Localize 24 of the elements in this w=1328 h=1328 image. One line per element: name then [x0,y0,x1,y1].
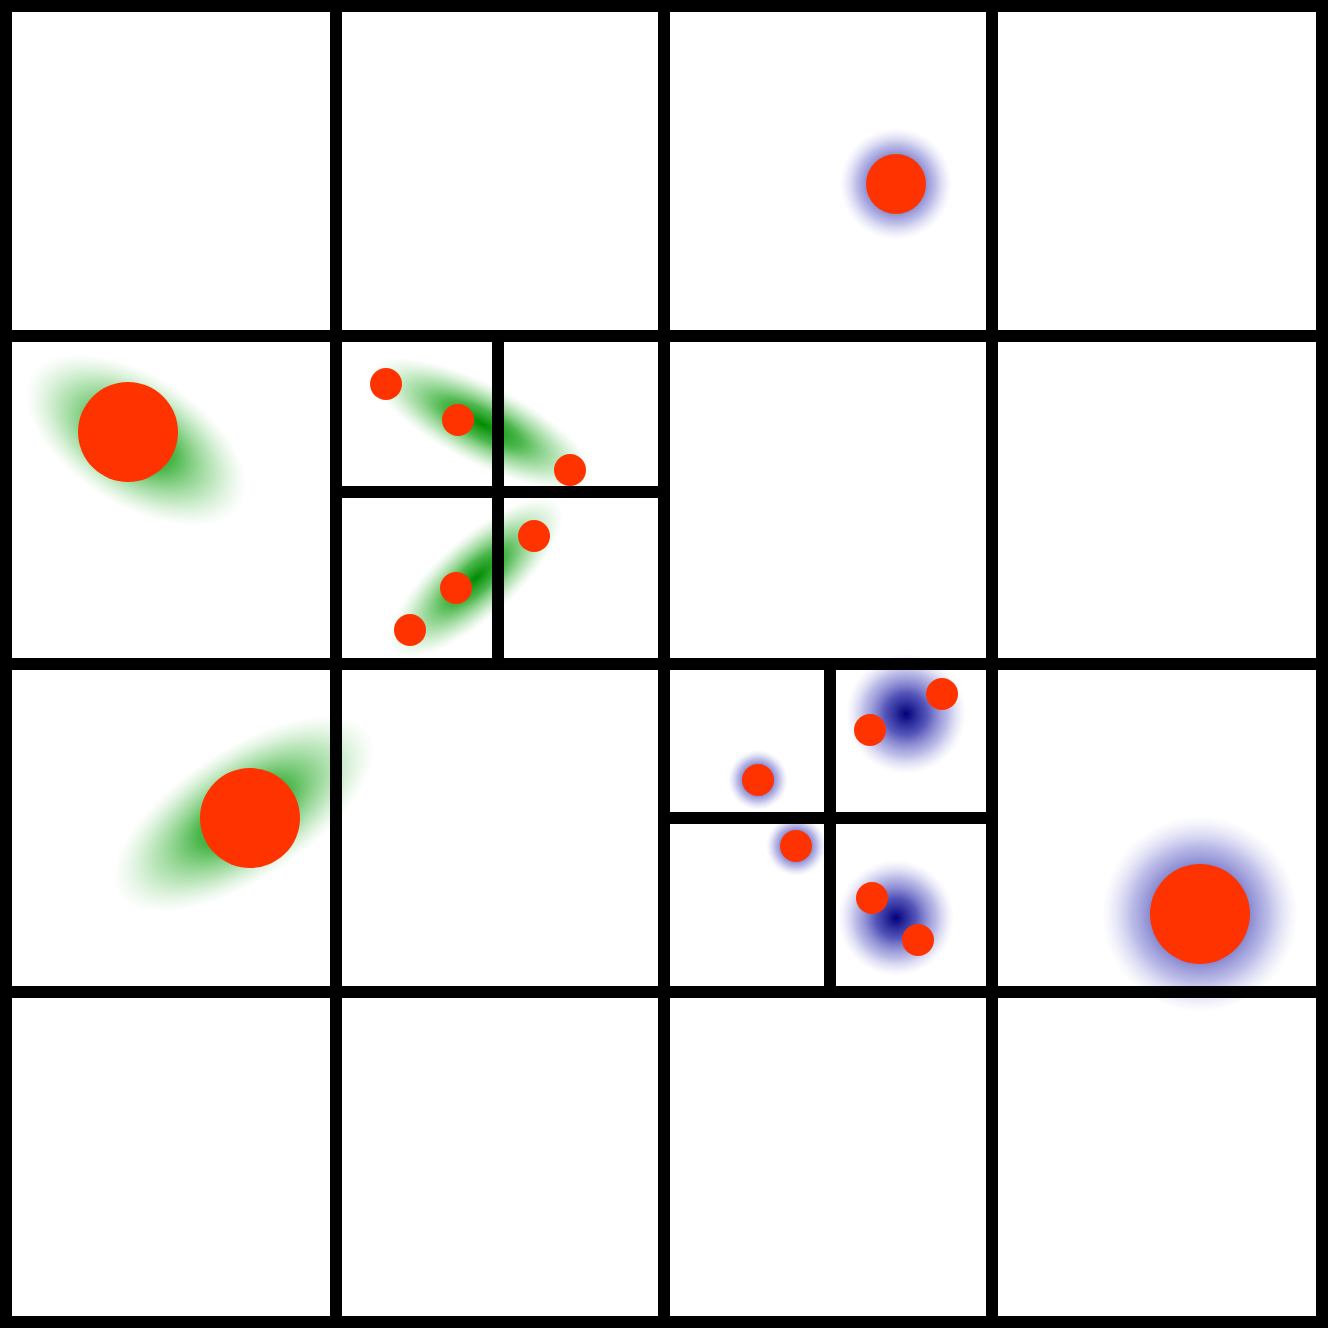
grid-cell [336,992,664,1322]
sub-cell [670,670,830,818]
sub-cell [830,670,986,818]
grid-cell [336,6,664,336]
sub-cell [830,818,986,986]
grid-cell [336,664,664,992]
sub-cell [342,492,498,658]
grid-cell [664,336,992,664]
sub-cell [498,492,658,658]
sub-cell [342,342,498,492]
grid-cell [6,336,336,664]
grid-cell [664,6,992,336]
grid-cell [664,992,992,1322]
grid-cell [992,992,1322,1322]
grid-cell [992,664,1322,992]
grid-cell [992,6,1322,336]
grid-cell [664,664,992,992]
grid-cell [6,6,336,336]
sub-cell [670,818,830,986]
grid-cell [6,992,336,1322]
grid-cell [992,336,1322,664]
grid-cell [6,664,336,992]
sub-cell [498,342,658,492]
grid-cell [336,336,664,664]
